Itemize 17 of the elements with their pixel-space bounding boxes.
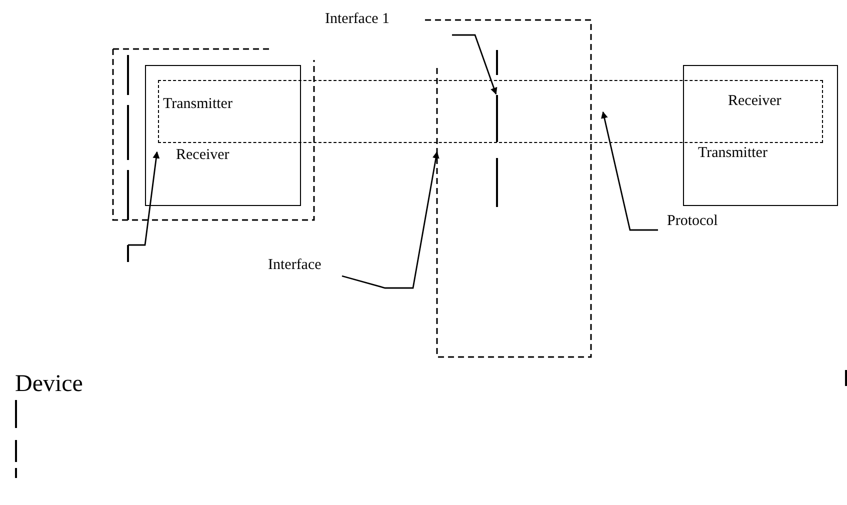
label-text: Protocol <box>667 214 718 229</box>
label-text: Transmitter <box>698 146 768 161</box>
leader-line <box>342 151 440 289</box>
protocol-band <box>158 80 823 143</box>
label-text: Receiver <box>176 148 230 163</box>
device-box <box>683 65 838 206</box>
interface-region <box>325 12 592 358</box>
label-text: Device <box>15 372 83 396</box>
device-outline <box>112 48 316 221</box>
device-box <box>145 65 301 206</box>
leader-line <box>601 111 658 231</box>
region-heading: Interface 1 <box>325 12 390 27</box>
label-text: Interface <box>268 258 322 273</box>
leader-line <box>452 34 498 95</box>
label-text: Transmitter <box>163 97 232 112</box>
label-text: Receiver <box>728 94 782 109</box>
leader-line <box>128 151 160 246</box>
